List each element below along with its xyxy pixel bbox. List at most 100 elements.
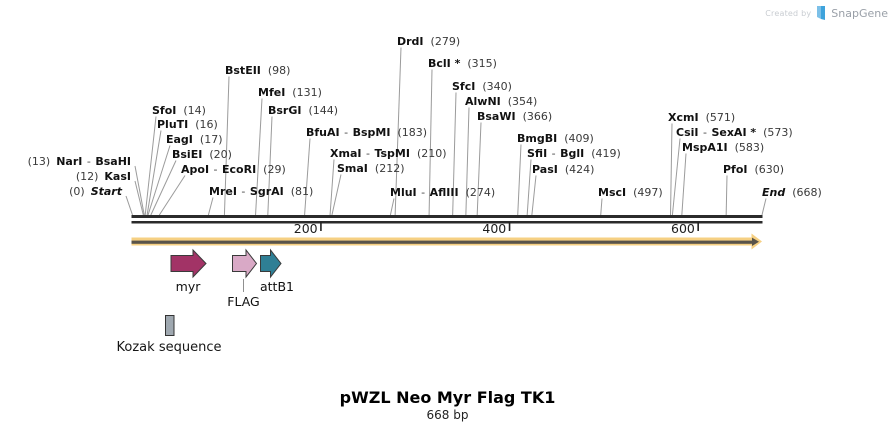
enzyme-name: PasI: [532, 163, 558, 176]
site-label-mrei[interactable]: MreI - SgrAI(81): [209, 185, 314, 198]
site-position: (16): [195, 118, 218, 131]
site-label-start[interactable]: (0)Start: [69, 185, 122, 198]
site-position: (573): [763, 126, 793, 139]
enzyme-name: End: [762, 186, 786, 199]
site-label-sfii[interactable]: SfiI - BglI(419): [527, 147, 621, 160]
enzyme-name: BsaWI: [477, 110, 516, 123]
site-position: (29): [263, 163, 286, 176]
site-label-smai[interactable]: SmaI(212): [337, 162, 405, 175]
site-label-mlui[interactable]: MluI - AflIII(274): [390, 186, 496, 199]
site-position: (571): [705, 111, 736, 124]
site-label-csii[interactable]: CsiI - SexAI *(573): [676, 126, 793, 139]
leader-line: [146, 130, 162, 216]
site-label-sfoi[interactable]: SfoI(14): [152, 104, 206, 117]
site-position: (98): [267, 64, 291, 77]
site-label-kasi[interactable]: (12)KasI: [76, 170, 131, 183]
site-label-msci[interactable]: MscI(497): [598, 186, 663, 199]
enzyme-name: XcmI: [668, 111, 699, 124]
leader-line: [144, 116, 157, 216]
leader-line: [526, 159, 532, 216]
leader-line: [331, 174, 342, 216]
enzyme-name: TspMI: [374, 147, 410, 160]
feature-arrow-attb1[interactable]: [260, 248, 282, 279]
enzyme-name: BspMI: [352, 126, 391, 139]
site-label-bfuai[interactable]: BfuAI - BspMI(183): [306, 126, 428, 139]
enzyme-name: MluI: [390, 186, 417, 199]
created-by-text: Created by: [765, 8, 812, 18]
leader-line: [761, 198, 767, 216]
site-label-apoi[interactable]: ApoI - EcoRI(29): [181, 163, 286, 176]
site-position: (409): [564, 132, 594, 145]
enzyme-name: EagI: [166, 133, 193, 146]
site-label-pluti[interactable]: PluTI (16): [157, 118, 218, 131]
leader-line: [134, 180, 144, 216]
enzyme-name: BsaHI: [95, 155, 131, 168]
site-label-bcli[interactable]: BclI *(315): [428, 57, 497, 70]
site-label-bsrgi[interactable]: BsrGI (144): [268, 104, 338, 117]
feature-arrow-flag[interactable]: [232, 248, 258, 279]
site-label-nari[interactable]: (13)NarI - BsaHI: [27, 155, 131, 168]
kozak-sequence-box[interactable]: [165, 315, 175, 336]
enzyme-name: AlwNI: [465, 95, 501, 108]
feature-arrow-myr[interactable]: [170, 248, 207, 279]
enzyme-name: BstEII: [225, 64, 261, 77]
enzyme-name: MfeI: [258, 86, 286, 99]
leader-line: [517, 144, 522, 216]
enzyme-name: EcoRI: [222, 163, 257, 176]
site-label-xmai[interactable]: XmaI - TspMI(210): [330, 147, 447, 160]
site-position: (81): [290, 185, 314, 198]
leader-line: [465, 107, 470, 216]
enzyme-name: BsrGI: [268, 104, 302, 117]
feature-label-attb1[interactable]: attB1: [260, 279, 294, 294]
feature-label-myr[interactable]: myr: [175, 279, 201, 294]
site-label-bmgbi[interactable]: BmgBI(409): [517, 132, 594, 145]
leader-line: [600, 198, 603, 216]
site-label-eagi[interactable]: EagI (17): [166, 133, 223, 146]
site-position: (315): [467, 57, 497, 70]
feature-label-flag[interactable]: FLAG: [227, 294, 260, 309]
map-backbone-line-top: [131, 215, 763, 218]
snapgene-watermark: Created by SnapGene: [765, 5, 888, 21]
site-position: (419): [591, 147, 621, 160]
leader-line: [725, 175, 728, 216]
site-label-xcmi[interactable]: XcmI (571): [668, 111, 735, 124]
site-position: (144): [308, 104, 339, 117]
site-position: (354): [507, 95, 538, 108]
site-position: (630): [754, 163, 785, 176]
leader-line: [452, 92, 457, 216]
leader-line: [267, 116, 273, 216]
site-label-drdi[interactable]: DrdI(279): [397, 35, 460, 48]
leader-line: [255, 98, 263, 216]
snapgene-brand-text[interactable]: SnapGene: [831, 6, 888, 20]
site-label-mfei[interactable]: MfeI(131): [258, 86, 322, 99]
leader-line: [389, 198, 395, 216]
site-label-sfci[interactable]: SfcI(340): [452, 80, 512, 93]
ruler-tick: [320, 222, 322, 231]
site-label-bsawi[interactable]: BsaWI(366): [477, 110, 552, 123]
leader-lines: [125, 47, 767, 216]
site-position: (583): [734, 141, 765, 154]
enzyme-name: DrdI: [397, 35, 424, 48]
site-label-mspa1i[interactable]: MspA1I(583): [682, 141, 764, 154]
site-position: (17): [199, 133, 223, 146]
enzyme-name: XmaI: [330, 147, 362, 160]
site-label-alwni[interactable]: AlwNI (354): [465, 95, 537, 108]
ruler-number: 200: [293, 221, 318, 236]
site-position: (0): [69, 185, 85, 198]
map-backbone-line-bottom: [131, 221, 763, 224]
enzyme-name: ApoI: [181, 163, 210, 176]
site-label-bsteii[interactable]: BstEII (98): [225, 64, 290, 77]
enzyme-name: KasI: [104, 170, 131, 183]
enzyme-name: SfoI: [152, 104, 177, 117]
sequence-arrow: [131, 233, 762, 250]
site-label-bsiei[interactable]: BsiEI(20): [172, 148, 232, 161]
site-label-end[interactable]: End(668): [762, 186, 822, 199]
enzyme-name: PluTI: [157, 118, 189, 131]
leader-line: [134, 165, 145, 216]
leader-line: [147, 145, 171, 216]
site-label-pasi[interactable]: PasI(424): [532, 163, 594, 176]
site-position: (210): [416, 147, 447, 160]
site-label-pfoi[interactable]: PfoI(630): [723, 163, 784, 176]
snapgene-logo-icon: [817, 6, 826, 20]
